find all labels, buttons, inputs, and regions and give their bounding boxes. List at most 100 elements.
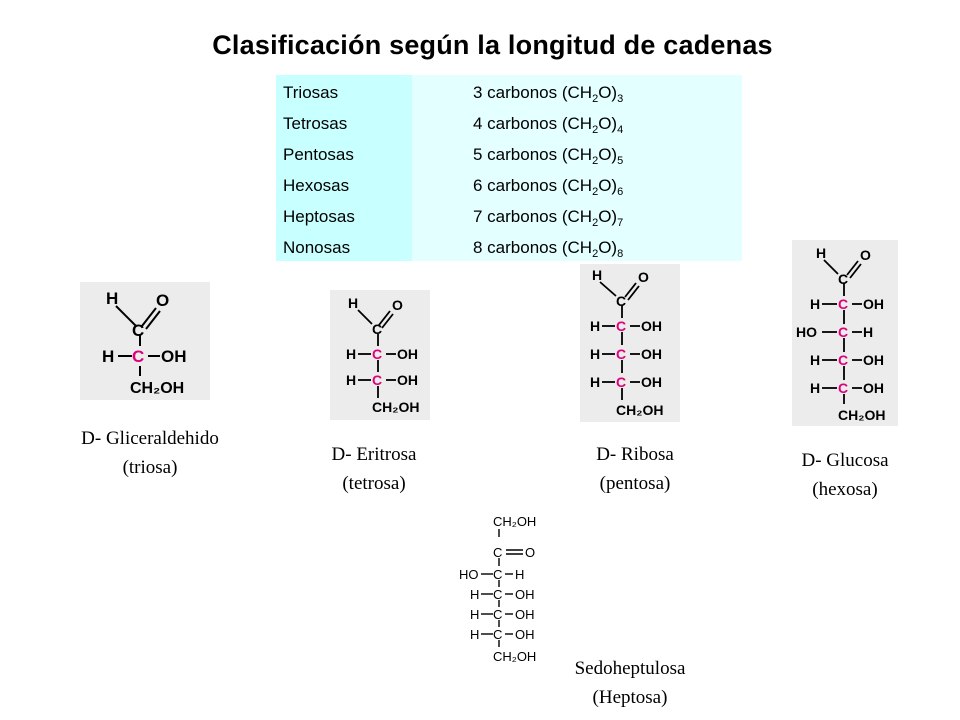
atom-oh: OH — [863, 380, 884, 396]
row-name: Heptosas — [283, 207, 355, 226]
glucosa-structure: H O C H C OH HO C H H C OH H C OH CH₂OH — [792, 240, 898, 426]
caption-class: (tetrosa) — [342, 473, 406, 494]
atom-h: H — [863, 324, 873, 340]
atom-h: H — [346, 346, 356, 362]
atom-c-highlight: C — [616, 318, 626, 334]
atom-h: H — [590, 346, 600, 362]
atom-oh: OH — [397, 372, 418, 388]
atom-h: H — [810, 380, 820, 396]
caption-name: D- Glucosa — [801, 450, 889, 471]
row-formula: 4 carbonos (CH2O)4 — [473, 114, 624, 136]
atom-c: C — [493, 587, 502, 602]
atom-h: H — [590, 374, 600, 390]
atom-h: H — [810, 296, 820, 312]
row-name: Pentosas — [283, 145, 354, 164]
atom-c: C — [132, 321, 144, 340]
atom-o: O — [638, 269, 649, 285]
atom-ch2oh: CH₂OH — [493, 514, 536, 529]
gliceraldehido-structure: H O C H C OH CH₂OH — [80, 282, 210, 400]
atom-c: C — [838, 271, 848, 287]
row-name: Triosas — [283, 83, 339, 102]
atom-ho: HO — [796, 324, 817, 340]
atom-h: H — [470, 607, 479, 622]
row-formula: 6 carbonos (CH2O)6 — [473, 176, 624, 198]
atom-h: H — [348, 295, 358, 311]
atom-c: C — [493, 545, 502, 560]
caption-name: D- Ribosa — [596, 444, 674, 465]
sedoheptulosa-structure: CH₂OH C O HO C H H C OH H C OH H C OH CH… — [455, 514, 555, 674]
caption-name: Sedoheptulosa — [574, 658, 686, 679]
atom-h: H — [102, 347, 114, 366]
atom-h: H — [106, 289, 118, 308]
atom-h: H — [816, 245, 826, 261]
atom-c-highlight: C — [616, 346, 626, 362]
atom-ch2oh: CH₂OH — [130, 380, 184, 397]
atom-ch2oh: CH₂OH — [493, 649, 536, 664]
atom-c-highlight: C — [838, 352, 848, 368]
atom-h: H — [590, 318, 600, 334]
row-formula: 5 carbonos (CH2O)5 — [473, 145, 624, 167]
table-row: Triosas 3 carbonos (CH2O)3 — [276, 78, 742, 109]
atom-oh: OH — [641, 318, 662, 334]
eritrosa-caption: D- Eritrosa (tetrosa) — [294, 440, 454, 498]
atom-ho: HO — [459, 567, 479, 582]
table-row: Hexosas 6 carbonos (CH2O)6 — [276, 171, 742, 202]
atom-oh: OH — [515, 607, 535, 622]
row-name: Nonosas — [283, 238, 351, 257]
caption-name: D- Gliceraldehido — [81, 428, 219, 449]
atom-o: O — [525, 545, 535, 560]
caption-class: (Heptosa) — [592, 687, 668, 708]
atom-o: O — [392, 297, 403, 313]
atom-oh: OH — [515, 587, 535, 602]
atom-oh: OH — [863, 352, 884, 368]
atom-ch2oh: CH₂OH — [838, 407, 885, 423]
ribosa-caption: D- Ribosa (pentosa) — [560, 440, 710, 498]
table-name-column — [276, 75, 412, 261]
atom-ch2oh: CH₂OH — [372, 399, 419, 415]
atom-h: H — [470, 587, 479, 602]
caption-class: (triosa) — [122, 457, 178, 478]
atom-c: C — [372, 321, 382, 337]
gliceraldehido-caption: D- Gliceraldehido (triosa) — [40, 424, 260, 482]
caption-class: (hexosa) — [812, 479, 878, 500]
atom-oh: OH — [863, 296, 884, 312]
caption-class: (pentosa) — [599, 473, 671, 494]
atom-c-highlight: C — [616, 374, 626, 390]
atom-c-highlight: C — [132, 347, 144, 366]
atom-h: H — [346, 372, 356, 388]
atom-oh: OH — [641, 346, 662, 362]
caption-name: D- Eritrosa — [331, 444, 417, 465]
atom-o: O — [156, 291, 169, 310]
atom-ch2oh: CH₂OH — [616, 402, 663, 418]
row-formula: 8 carbonos (CH2O)8 — [473, 238, 624, 260]
page-title: Clasificación según la longitud de caden… — [212, 30, 773, 60]
atom-oh: OH — [397, 346, 418, 362]
atom-c-highlight: C — [372, 346, 382, 362]
classification-table: Triosas 3 carbonos (CH2O)3 Tetrosas 4 ca… — [276, 75, 742, 261]
gliceraldehido-svg: H O C H C OH CH₂OH — [102, 289, 187, 397]
atom-h: H — [810, 352, 820, 368]
atom-h: H — [592, 267, 602, 283]
atom-c-highlight: C — [372, 372, 382, 388]
atom-h: H — [470, 627, 479, 642]
table-row: Heptosas 7 carbonos (CH2O)7 — [276, 202, 742, 233]
glucosa-svg: H O C H C OH HO C H H C OH H C OH CH₂OH — [796, 245, 885, 423]
row-formula: 3 carbonos (CH2O)3 — [473, 83, 624, 105]
glucosa-caption: D- Glucosa (hexosa) — [770, 446, 920, 504]
atom-oh: OH — [161, 347, 187, 366]
table-row: Nonosas 8 carbonos (CH2O)8 — [276, 233, 742, 264]
atom-c-highlight: C — [838, 296, 848, 312]
eritrosa-structure: H O C H C OH H C OH CH₂OH — [330, 290, 430, 420]
atom-o: O — [860, 247, 871, 263]
eritrosa-svg: H O C H C OH H C OH CH₂OH — [346, 295, 419, 415]
atom-c-highlight: C — [838, 380, 848, 396]
sedoheptulosa-caption: Sedoheptulosa (Heptosa) — [550, 654, 710, 712]
atom-c-highlight: C — [838, 324, 848, 340]
ribosa-structure: H O C H C OH H C OH H C OH CH₂OH — [580, 264, 680, 422]
sedoheptulosa-svg: CH₂OH C O HO C H H C OH H C OH H C OH CH… — [459, 514, 536, 664]
atom-c: C — [616, 293, 626, 309]
table-row: Pentosas 5 carbonos (CH2O)5 — [276, 140, 742, 171]
atom-h: H — [515, 567, 524, 582]
atom-oh: OH — [641, 374, 662, 390]
table-row: Tetrosas 4 carbonos (CH2O)4 — [276, 109, 742, 140]
